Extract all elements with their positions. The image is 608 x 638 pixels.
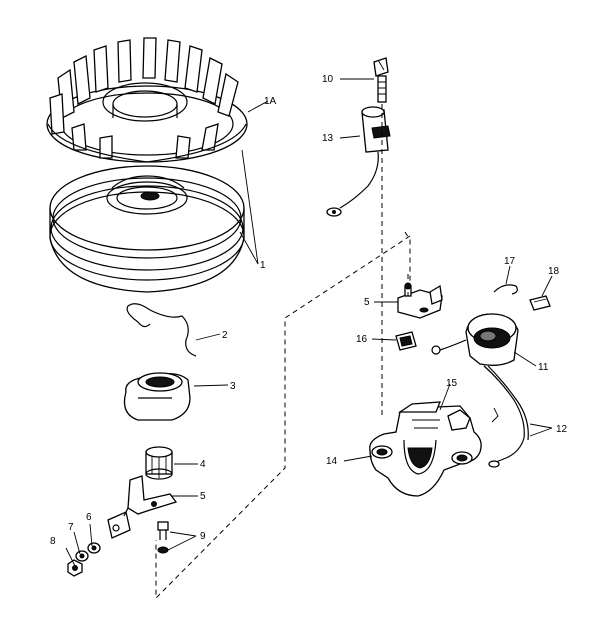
top-screw-part: [373, 57, 389, 103]
callout-5-lower: 5: [200, 491, 206, 502]
flywheel-part: [49, 165, 245, 293]
callout-7: 7: [68, 522, 74, 533]
callout-1: 1: [260, 260, 266, 271]
condenser-clip-part: [395, 331, 417, 351]
coil-part: [431, 313, 529, 468]
callout-13: 13: [322, 133, 334, 144]
assembly-dashed-lines: [155, 104, 411, 600]
cam-cover-part: [123, 372, 191, 421]
callout-10: 10: [322, 74, 334, 85]
spark-cap-part: [326, 106, 391, 217]
callout-1a: 1A: [264, 96, 277, 107]
callout-9: 9: [200, 531, 206, 542]
callout-15: 15: [446, 378, 458, 389]
callout-17: 17: [504, 256, 516, 267]
fan-part: [46, 37, 248, 163]
small-clips-part: [493, 284, 551, 311]
leader-lines: [65, 78, 553, 569]
callout-16: 16: [356, 334, 368, 345]
callout-18: 18: [548, 266, 560, 277]
callout-labels: 1A 1 2 3 4 5 8 7 6 9 10 13 5 16 17 18 11…: [50, 74, 568, 547]
lower-bracket-part: [107, 475, 178, 539]
callout-3: 3: [230, 381, 236, 392]
callout-14: 14: [326, 456, 338, 467]
upper-bracket-part: [397, 282, 443, 319]
callout-12: 12: [556, 424, 568, 435]
screw-washer-part: [157, 521, 169, 554]
magneto-base-part: [369, 401, 482, 497]
spring-part: [126, 303, 197, 357]
callout-8: 8: [50, 536, 56, 547]
callout-5-upper: 5: [364, 297, 370, 308]
bushing-part: [145, 446, 173, 480]
callout-2: 2: [222, 330, 228, 341]
callout-4: 4: [200, 459, 206, 470]
callout-11: 11: [538, 362, 549, 373]
callout-6: 6: [86, 512, 92, 523]
fasteners-lower-left: [67, 542, 101, 577]
